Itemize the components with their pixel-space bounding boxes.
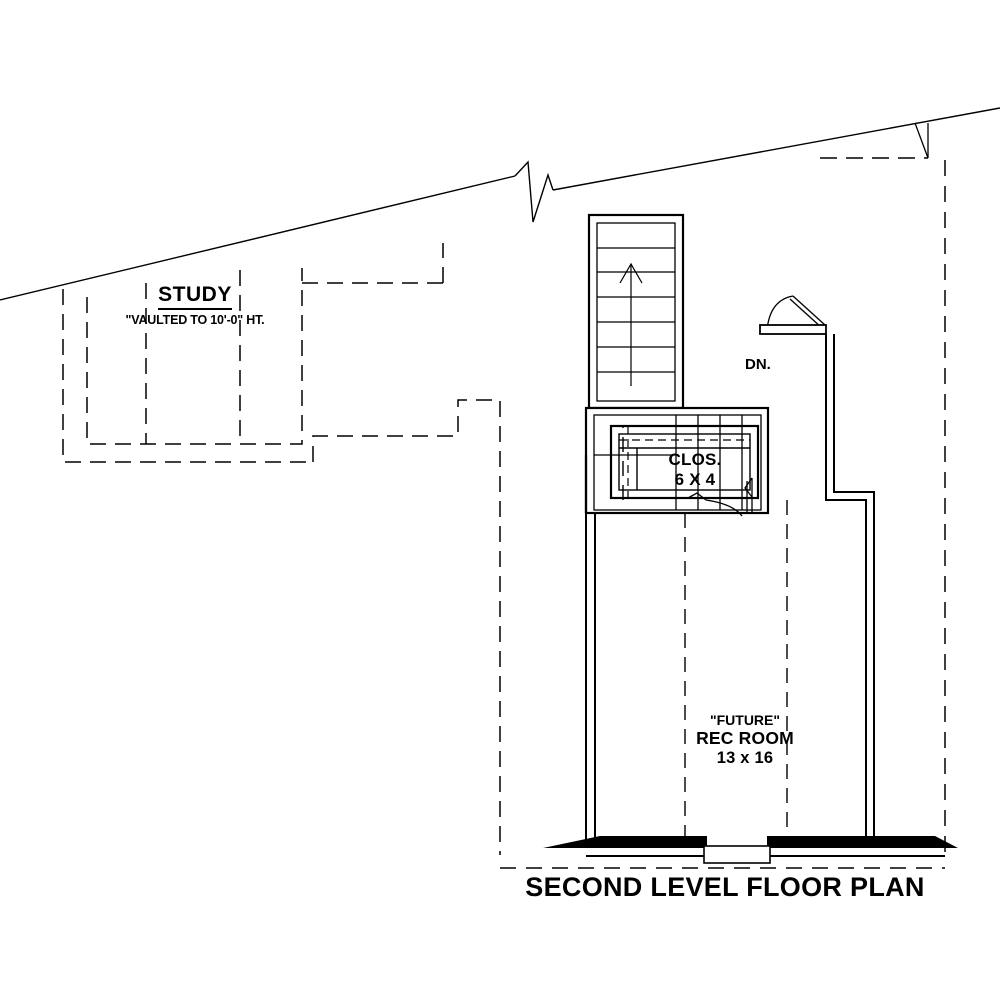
- rec-room-walls: [585, 334, 945, 857]
- door-jamb-landing: [759, 324, 827, 335]
- door-swing-icon-closet-bottom: [687, 492, 743, 517]
- rec-room-dimension: 13 x 16: [716, 749, 774, 767]
- bottom-window-opening: [703, 845, 771, 864]
- bottom-fill-band: [543, 836, 958, 848]
- rec-room-label-group: "FUTURE" REC ROOM 13 x 16: [655, 712, 835, 768]
- break-line-icon: [514, 160, 554, 223]
- rec-room-dashed-guides: [622, 425, 788, 840]
- rec-room-name: REC ROOM: [696, 728, 794, 748]
- study-room-name: STUDY: [158, 283, 232, 310]
- closet-shelf-dashed: [619, 426, 750, 498]
- rec-room-note: "FUTURE": [709, 712, 781, 728]
- stair-down-label: DN.: [745, 356, 771, 373]
- lower-footprint-dashed: [312, 399, 501, 855]
- study-room-outline: [62, 243, 444, 463]
- study-room-note: "VAULTED TO 10'-0" HT.: [125, 313, 265, 327]
- closet-label-group: CLOS. 6 X 4: [640, 450, 750, 490]
- roof-corner-detail: [914, 122, 929, 159]
- closet-inner-wall: [618, 433, 751, 491]
- door-swing-icon-closet-right: [744, 477, 753, 513]
- closet-dimension: 6 X 4: [674, 470, 716, 489]
- stair-inner-wall: [589, 215, 684, 409]
- closet-room-name: CLOS.: [668, 450, 722, 469]
- stair-upper-flight: [587, 213, 685, 410]
- stair-up-arrow-icon: [619, 262, 643, 385]
- stair-upper-treads: [596, 222, 676, 402]
- study-label-group: STUDY "VAULTED TO 10'-0" HT.: [100, 283, 290, 327]
- wall-tick-markers: [585, 820, 875, 848]
- roof-slope-line: [0, 107, 1000, 301]
- closet-outer-wall: [584, 424, 760, 513]
- plan-title: SECOND LEVEL FLOOR PLAN: [525, 872, 925, 902]
